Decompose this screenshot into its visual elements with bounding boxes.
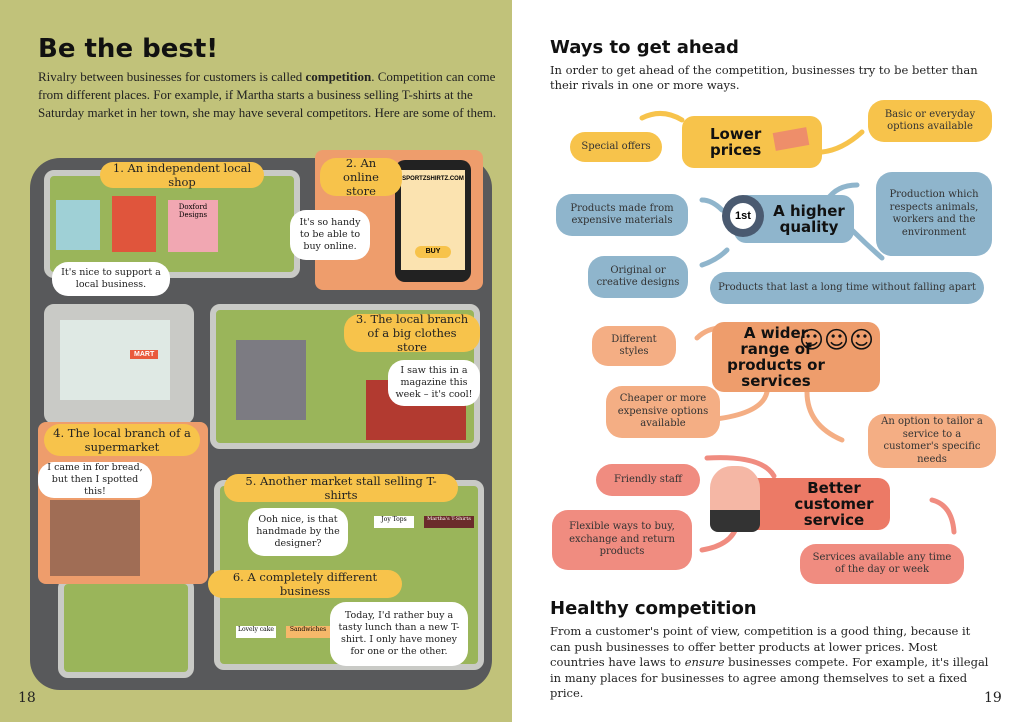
arrow: [699, 197, 725, 213]
item: Special offers: [570, 132, 662, 162]
house: [56, 200, 100, 250]
item: Cheaper or more expensive options availa…: [606, 386, 720, 438]
page-title: Be the best!: [38, 34, 219, 64]
item: Original or creative designs: [588, 256, 688, 298]
category-lower-prices: Lower prices: [682, 116, 822, 168]
item: Flexible ways to buy, exchange and retur…: [552, 510, 692, 570]
label-supermarket: 4. The local branch of a supermarket: [44, 424, 200, 456]
speech-bubble: It's so handy to be able to buy online.: [290, 210, 370, 260]
speech-bubble: I came in for bread, but then I spotted …: [38, 462, 152, 498]
section-title: Healthy competition: [550, 598, 757, 619]
speech-bubble: Ooh nice, is that handmade by the design…: [248, 508, 348, 556]
label-online-store: 2. An online store: [320, 156, 402, 198]
item: Friendly staff: [596, 464, 700, 496]
shop-sign: Doxford Designs: [168, 200, 218, 252]
item: Production which respects animals, worke…: [876, 172, 992, 256]
intro-bold: competition: [305, 69, 372, 84]
section-intro: In order to get ahead of the competition…: [550, 63, 978, 92]
category-service: Better customer service: [738, 478, 890, 530]
stall-sign: Sandwiches: [286, 626, 330, 638]
phone-caller-icon: [710, 466, 760, 532]
right-page: Ways to get ahead In order to get ahead …: [512, 0, 1024, 722]
mart-building: [60, 320, 170, 400]
arrow: [804, 389, 845, 443]
speech-bubble: I saw this in a magazine this week – it'…: [388, 360, 480, 406]
speech-bubble: Today, I'd rather buy a tasty lunch than…: [330, 602, 468, 666]
item: Basic or everyday options available: [868, 100, 992, 142]
category-title: Lower prices: [710, 125, 762, 159]
intro-text: Rivalry between businesses for customers…: [38, 68, 500, 122]
phone-illustration: SPORTZSHIRTZ.COM BUY: [395, 160, 471, 282]
stall-sign: Lovely cake: [236, 626, 276, 638]
left-page: Be the best! Rivalry between businesses …: [0, 0, 512, 722]
text-emphasis: ensure: [684, 655, 725, 669]
label-clothes-store: 3. The local branch of a big clothes sto…: [344, 312, 480, 354]
item: Services available any time of the day o…: [800, 544, 964, 584]
rosette-icon: 1st: [722, 195, 764, 237]
category-title: A wider range of products or services: [727, 324, 825, 390]
arrow: [639, 111, 685, 123]
rosette-label: 1st: [730, 203, 756, 229]
intro-part: Rivalry between businesses for customers…: [38, 69, 306, 84]
block-mart: MART: [44, 304, 194, 424]
healthy-text: From a customer's point of view, competi…: [550, 624, 990, 702]
category-range: A wider range of products or services☺☺☺: [712, 322, 880, 392]
mart-sign: MART: [130, 350, 159, 359]
section-title: Ways to get ahead: [550, 37, 739, 58]
speech-bubble: It's nice to support a local business.: [52, 262, 170, 296]
text-part: businesses compete. For example, it's il…: [550, 655, 989, 700]
arrow: [699, 247, 730, 268]
text-part: From a customer's point of view, competi…: [550, 624, 971, 669]
item: Products made from expensive materials: [556, 194, 688, 236]
block-park: [58, 578, 194, 678]
house: [112, 196, 156, 252]
arrow: [819, 129, 865, 155]
buy-button-illustration: BUY: [415, 246, 451, 258]
page-number: 18: [18, 690, 36, 706]
shelf-illustration: [50, 500, 140, 576]
page-number: 19: [984, 690, 1002, 706]
intro-part: . Competition can come from different pl…: [38, 69, 497, 120]
item: An option to tailor a service to a custo…: [868, 414, 996, 468]
house: [236, 340, 306, 420]
banknote-icon: [772, 127, 810, 151]
label-different-business: 6. A completely different business: [208, 570, 402, 598]
people-icon: ☺☺☺: [798, 326, 874, 354]
stall-sign: Joy Tops: [374, 516, 414, 528]
stall-sign: Martha's T-Shirts: [424, 516, 474, 528]
label-local-shop: 1. An independent local shop: [100, 161, 264, 189]
item: Different styles: [592, 326, 676, 366]
item: Products that last a long time without f…: [710, 272, 984, 304]
label-market-stall: 5. Another market stall selling T-shirts: [224, 474, 458, 502]
arrow: [929, 497, 957, 535]
